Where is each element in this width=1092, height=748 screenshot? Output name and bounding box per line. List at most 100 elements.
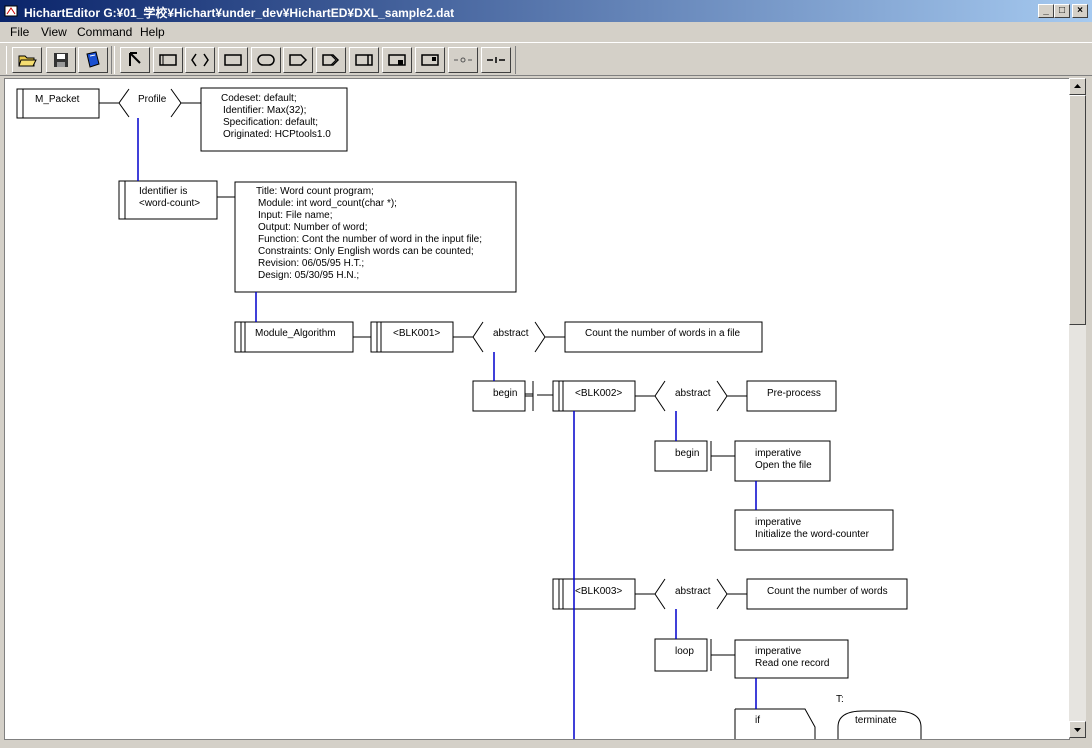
box-flag-icon xyxy=(421,54,439,66)
identifier-note-box xyxy=(234,181,517,293)
m-packet-label[interactable]: M_Packet xyxy=(35,94,80,105)
file-toolbar-group xyxy=(6,46,112,74)
loop-label[interactable]: loop xyxy=(675,646,694,657)
rounded-tool-button[interactable] xyxy=(251,47,281,73)
scroll-thumb[interactable] xyxy=(1069,95,1086,325)
identifier-note-line: Constraints: Only English words can be c… xyxy=(258,246,474,257)
identifier-note-line: Function: Cont the number of word in the… xyxy=(258,234,483,245)
down-arrow-icon xyxy=(1074,728,1081,732)
begin-label[interactable]: begin xyxy=(493,388,518,399)
hichart-canvas[interactable]: M_Packet Profile Codeset: default; Ident… xyxy=(4,78,1070,740)
abstract-label[interactable]: abstract xyxy=(675,586,711,597)
select-tool-button[interactable] xyxy=(120,47,150,73)
if-box xyxy=(734,708,816,739)
box-corner-icon xyxy=(388,54,406,66)
dashed-connector-icon xyxy=(454,57,472,63)
hichart-diagram xyxy=(16,87,922,739)
menu-file[interactable]: File xyxy=(10,25,30,39)
abstract-label[interactable]: abstract xyxy=(675,388,711,399)
imperative-open-box xyxy=(734,440,831,482)
minimize-button[interactable]: _ xyxy=(1038,4,1054,18)
bracket-tool-button[interactable] xyxy=(185,47,215,73)
up-arrow-icon xyxy=(1074,84,1081,88)
book-button[interactable] xyxy=(78,47,108,73)
dashed-connector-tool-button[interactable] xyxy=(448,47,478,73)
profile-note-box xyxy=(200,87,348,152)
blk001-label[interactable]: <BLK001> xyxy=(393,328,441,339)
profile-note-line: Codeset: default; xyxy=(221,93,297,104)
imperative-text[interactable]: Read one record xyxy=(755,658,830,669)
pentagon-icon xyxy=(289,54,308,66)
scroll-up-button[interactable] xyxy=(1069,78,1086,95)
profile-shape xyxy=(118,88,130,118)
identifier-box xyxy=(118,180,218,220)
scroll-down-button[interactable] xyxy=(1069,721,1086,738)
menu-view[interactable]: View xyxy=(41,25,67,39)
identifier-note-line: Title: Word count program; xyxy=(256,186,374,197)
menu-help[interactable]: Help xyxy=(140,25,165,39)
imperative-init-box xyxy=(734,509,894,551)
angle-brackets-icon xyxy=(191,53,209,67)
shape-toolbar-group xyxy=(114,46,516,74)
pentagon-tool-button[interactable] xyxy=(283,47,313,73)
identifier-label[interactable]: <word-count> xyxy=(139,198,201,209)
imperative-text[interactable]: Initialize the word-counter xyxy=(755,529,869,540)
profile-note-line: Originated: HCPtools1.0 xyxy=(223,129,331,140)
save-disk-icon xyxy=(54,53,68,67)
close-button[interactable]: × xyxy=(1072,4,1088,18)
menu-bar: File View Command Help xyxy=(0,22,1092,40)
identifier-label[interactable]: Identifier is xyxy=(139,186,188,197)
right-bar-tool-button[interactable] xyxy=(349,47,379,73)
identifier-note-line: Input: File name; xyxy=(258,210,333,221)
true-branch-label: T: xyxy=(836,694,844,705)
blk001-desc-box xyxy=(564,321,763,353)
imperative-text[interactable]: Open the file xyxy=(755,460,812,471)
toolbar xyxy=(0,42,1092,76)
arrow-pointer-icon xyxy=(129,52,141,66)
profile-label[interactable]: Profile xyxy=(138,94,167,105)
if-label[interactable]: if xyxy=(755,715,760,726)
blk003-desc-label[interactable]: Count the number of words xyxy=(767,586,888,597)
imperative-read-box xyxy=(734,639,849,679)
blk003-desc-box xyxy=(746,578,908,610)
double-dash-icon xyxy=(487,57,505,63)
blk001-desc-label[interactable]: Count the number of words in a file xyxy=(585,328,741,339)
rounded-rect-icon xyxy=(257,54,275,66)
abstract-label[interactable]: abstract xyxy=(493,328,529,339)
app-icon xyxy=(4,5,18,17)
blk002-desc-label[interactable]: Pre-process xyxy=(767,388,821,399)
identifier-note-line: Design: 05/30/95 H.N.; xyxy=(258,270,360,281)
double-pentagon-icon xyxy=(322,54,340,66)
maximize-button[interactable]: □ xyxy=(1054,4,1070,18)
rectangle-tool-button[interactable] xyxy=(218,47,248,73)
identifier-note-line: Module: int word_count(char *); xyxy=(258,198,397,209)
menu-command[interactable]: Command xyxy=(77,25,133,39)
begin-label[interactable]: begin xyxy=(675,448,700,459)
identifier-note-line: Revision: 06/05/95 H.T.; xyxy=(258,258,365,269)
identifier-note-line: Output: Number of word; xyxy=(258,222,368,233)
packet-tool-button[interactable] xyxy=(153,47,183,73)
imperative-label[interactable]: imperative xyxy=(755,646,802,657)
title-bar: HichartEditor G:¥01_学校¥Hichart¥under_dev… xyxy=(0,0,1092,22)
vertical-scrollbar[interactable] xyxy=(1069,78,1086,738)
double-pentagon-tool-button[interactable] xyxy=(316,47,346,73)
profile-note-line: Specification: default; xyxy=(223,117,319,128)
right-bar-box-icon xyxy=(355,54,373,66)
window-title: HichartEditor G:¥01_学校¥Hichart¥under_dev… xyxy=(24,6,455,20)
open-button[interactable] xyxy=(12,47,42,73)
blk002-desc-box xyxy=(746,380,837,412)
imperative-label[interactable]: imperative xyxy=(755,448,802,459)
double-dash-tool-button[interactable] xyxy=(481,47,511,73)
blk003-label[interactable]: <BLK003> xyxy=(575,586,623,597)
box-flag-tool-button[interactable] xyxy=(415,47,445,73)
rectangle-icon xyxy=(224,54,242,66)
imperative-label[interactable]: imperative xyxy=(755,517,802,528)
module-algorithm-label[interactable]: Module_Algorithm xyxy=(255,328,336,339)
terminate-box xyxy=(837,710,922,739)
packet-box-icon xyxy=(159,54,177,66)
terminate-label[interactable]: terminate xyxy=(855,715,897,726)
blk002-label[interactable]: <BLK002> xyxy=(575,388,623,399)
save-button[interactable] xyxy=(46,47,76,73)
open-folder-icon xyxy=(18,55,37,67)
box-corner-tool-button[interactable] xyxy=(382,47,412,73)
